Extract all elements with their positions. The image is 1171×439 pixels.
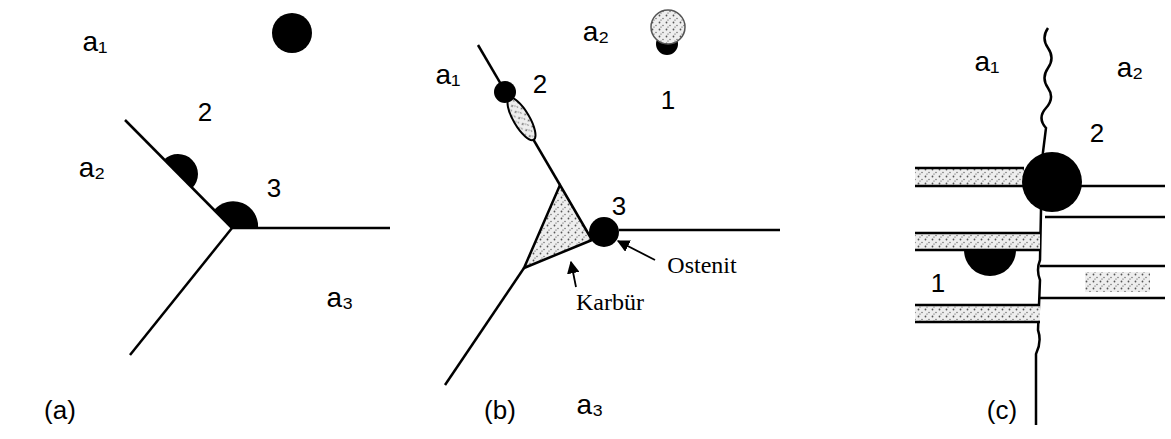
callout-number: 2 <box>533 71 547 97</box>
grain-boundary <box>478 45 560 185</box>
lamella-fill <box>1085 272 1150 292</box>
callout-number: 1 <box>931 270 945 296</box>
grain-boundary <box>130 228 232 355</box>
lamella-fill <box>915 168 1024 186</box>
panel-label: (b) <box>484 397 516 423</box>
phase-name: Ostenit <box>667 253 736 277</box>
callout-number: 2 <box>198 99 212 125</box>
junction-austenite <box>589 217 619 247</box>
boundary-austenite <box>494 81 516 103</box>
lamella-line <box>915 185 1024 188</box>
lamella-fill <box>915 233 1040 250</box>
grain-boundary <box>619 229 780 232</box>
callout-number: 3 <box>612 193 626 219</box>
phase-label: a₂ <box>79 154 105 182</box>
phase-label: a₃ <box>327 284 354 312</box>
phase-label: a₁ <box>435 61 460 89</box>
lamella-line <box>915 232 1040 235</box>
lamella-line <box>1040 297 1165 300</box>
phase-label: a₂ <box>583 18 609 46</box>
junction-nucleus <box>214 201 258 228</box>
phase-label: a₁ <box>974 48 999 76</box>
grain-boundaries-a <box>125 120 390 355</box>
callout-number: 1 <box>661 87 675 113</box>
lamella-line <box>915 167 1024 170</box>
phase-label: a₃ <box>577 391 604 419</box>
grain-boundary <box>1036 28 1052 425</box>
panel-label: (c) <box>987 397 1017 423</box>
phase-name: Karbür <box>576 290 644 314</box>
grain-interior-nucleus <box>272 13 312 53</box>
lamella-line <box>1045 216 1165 219</box>
phase-label: a₁ <box>82 28 107 56</box>
boundary-nucleus <box>164 154 198 188</box>
lamella-fill <box>915 305 1040 322</box>
grain-boundaries-b <box>445 45 780 385</box>
lamella-line <box>1080 185 1165 188</box>
lamella-line <box>915 304 1040 307</box>
callout-number: 2 <box>1090 120 1104 146</box>
boundary-nucleus <box>1022 152 1082 212</box>
grain-boundary <box>445 268 524 385</box>
interface-nucleus <box>964 250 1016 276</box>
leader-line <box>571 262 576 287</box>
panel-label: (a) <box>44 397 76 423</box>
phase-label: a₂ <box>1117 54 1143 82</box>
junction-carbide <box>524 185 592 268</box>
interior-carbide <box>651 10 685 44</box>
leader-line <box>618 241 655 260</box>
callout-number: 3 <box>267 175 281 201</box>
lamella-line <box>1040 265 1165 268</box>
lamella-line <box>915 321 1040 324</box>
